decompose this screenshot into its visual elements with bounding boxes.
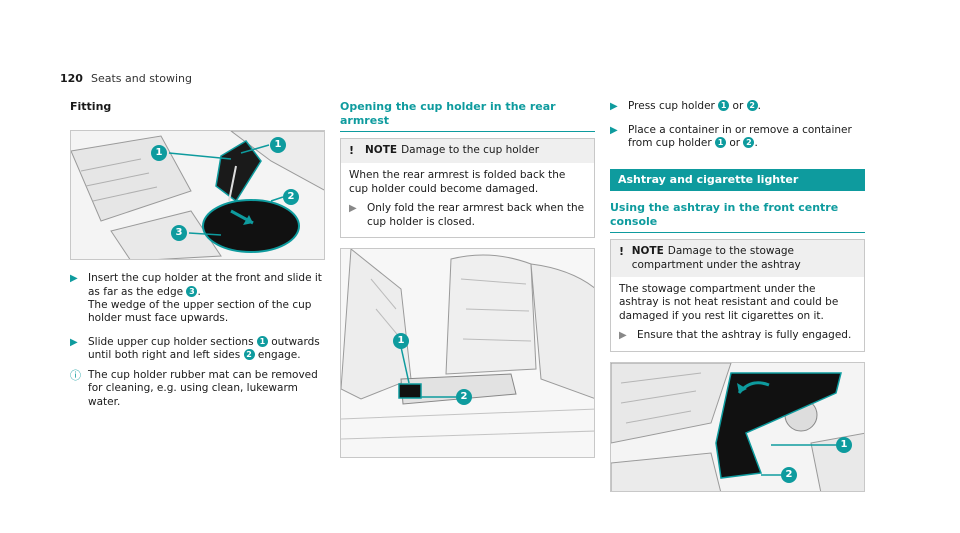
exclamation-icon: ! xyxy=(349,144,355,158)
info-note: ⓘ The cup holder rubber mat can be remov… xyxy=(70,368,318,408)
callout-2: 2 xyxy=(456,388,472,405)
triangle-arrow-icon: ▶ xyxy=(70,336,78,348)
column-fitting: Fitting 1 1 2 3 ▶ Insert the cup holder xyxy=(70,100,325,409)
callout-1b: 1 xyxy=(270,137,286,154)
step-place: ▶ Place a container in or remove a conta… xyxy=(610,124,852,150)
triangle-arrow-icon: ▶ xyxy=(619,330,627,342)
exclamation-icon: ! xyxy=(619,245,625,259)
triangle-arrow-icon: ▶ xyxy=(70,273,78,285)
step-slide: ▶ Slide upper cup holder sections 1 outw… xyxy=(70,335,320,362)
callout-1: 1 xyxy=(836,437,852,454)
ref-2: 2 xyxy=(743,137,755,149)
column-ashtray: ▶ Press cup holder 1 or 2. ▶ Place a con… xyxy=(610,100,865,493)
rear-seat-illustration xyxy=(341,248,594,457)
ref-1: 1 xyxy=(715,137,726,149)
ashtray-sub-heading: Using the ashtray in the front centre co… xyxy=(610,201,865,234)
callout-2: 2 xyxy=(781,467,797,484)
triangle-arrow-icon: ▶ xyxy=(349,203,357,215)
info-icon: ⓘ xyxy=(70,368,81,382)
triangle-arrow-icon: ▶ xyxy=(610,101,618,112)
ashtray-figure: 1 2 xyxy=(610,362,865,493)
fitting-heading: Fitting xyxy=(70,100,112,113)
cup-holder-illustration xyxy=(71,131,324,260)
step-insert: ▶ Insert the cup holder at the front and… xyxy=(70,272,322,325)
cup-holder-figure: 1 1 2 3 xyxy=(70,130,325,261)
callout-1: 1 xyxy=(151,145,167,162)
page-header: 120 Seats and stowing xyxy=(60,72,192,86)
ref-3: 3 xyxy=(186,285,198,297)
opening-heading: Opening the cup holder in the rear armre… xyxy=(340,100,595,133)
ref-2: 2 xyxy=(746,100,758,111)
callout-1: 1 xyxy=(393,332,409,349)
callout-2: 2 xyxy=(283,189,299,206)
ashtray-bar-heading: Ashtray and cigarette lighter xyxy=(610,168,865,191)
ashtray-illustration xyxy=(611,363,864,492)
column-opening: Opening the cup holder in the rear armre… xyxy=(340,100,595,458)
callout-3: 3 xyxy=(171,225,187,242)
page-number: 120 xyxy=(60,72,83,85)
section-title: Seats and stowing xyxy=(90,72,192,85)
ref-1: 1 xyxy=(256,335,268,347)
triangle-arrow-icon: ▶ xyxy=(610,125,618,136)
ref-1: 1 xyxy=(718,100,730,111)
step-press: ▶ Press cup holder 1 or 2. xyxy=(610,100,761,112)
armrest-figure: 1 2 xyxy=(340,247,595,458)
ref-2: 2 xyxy=(243,349,255,361)
